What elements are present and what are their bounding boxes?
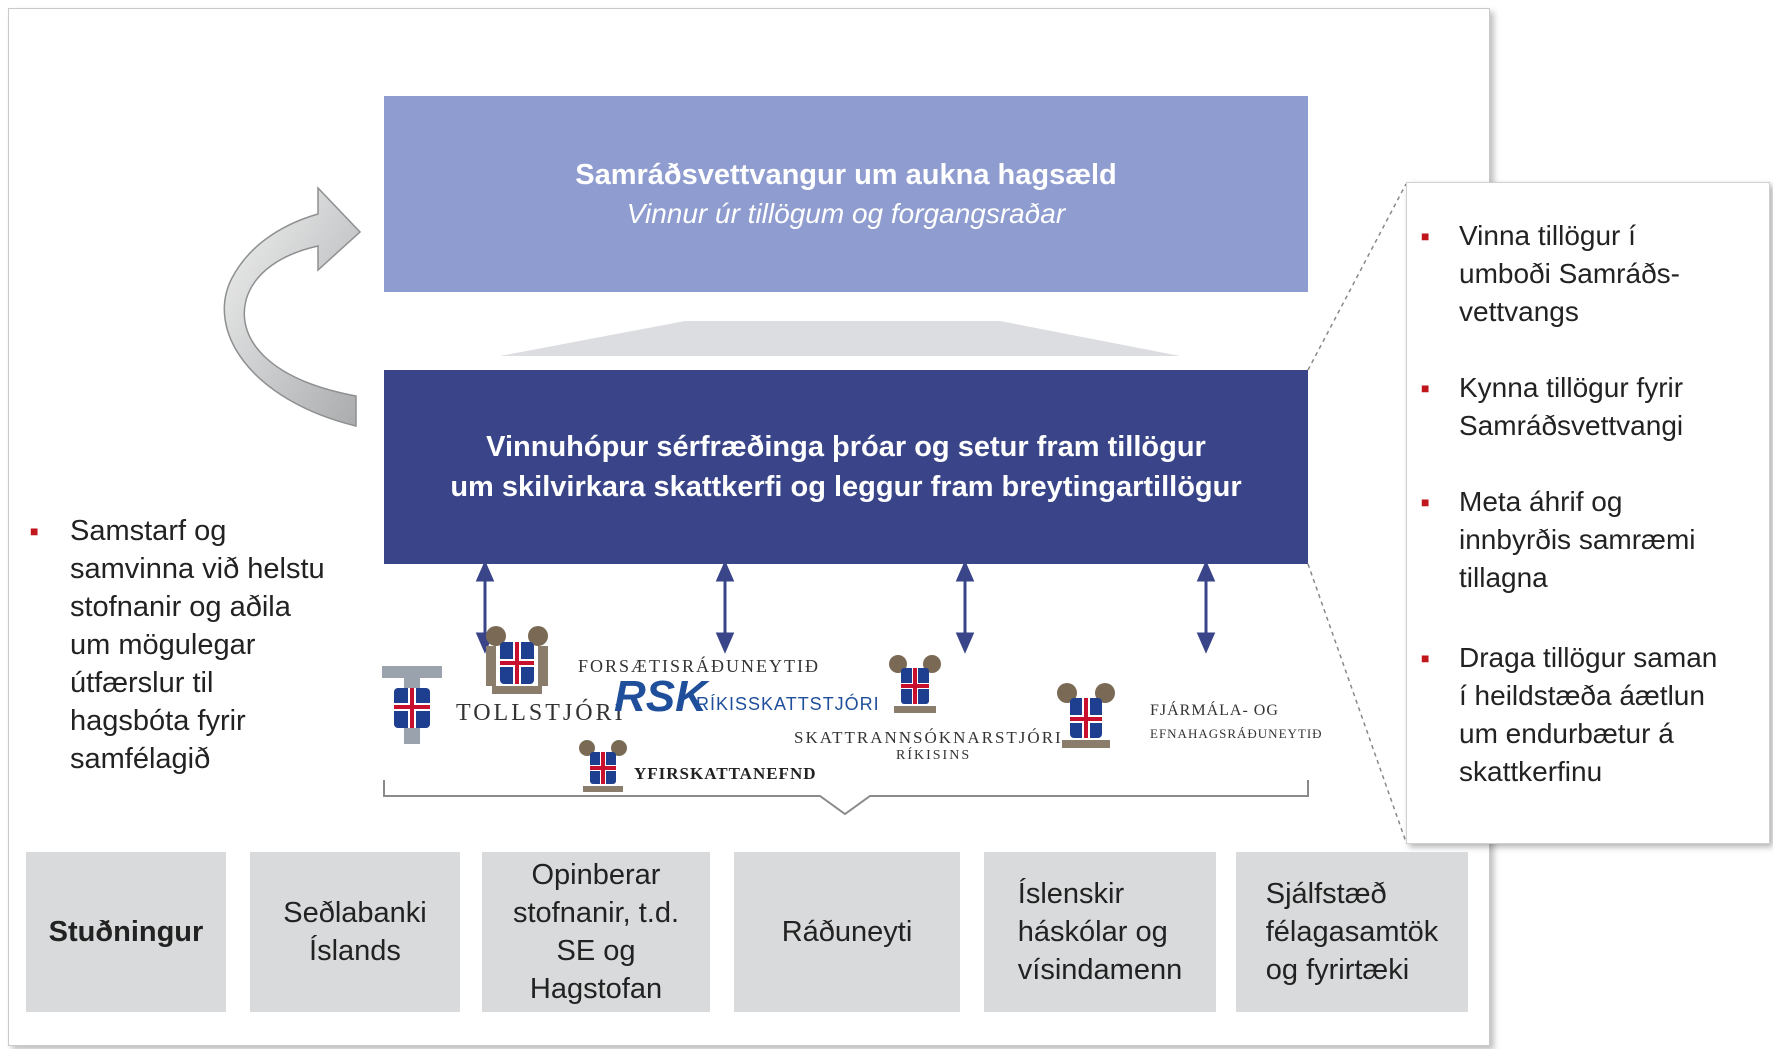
- support-line: félagasamtök: [1265, 916, 1439, 948]
- forum-box: Samráðsvettvangur um aukna hagsæld Vinnu…: [384, 96, 1308, 292]
- left-bullet-line: Samstarf og: [70, 515, 227, 547]
- bullet-icon: ■: [1421, 650, 1430, 666]
- bullet-icon: ■: [1421, 380, 1430, 396]
- skattrannsokn-logo-text-1: SKATTRANNSÓKNARSTJÓRI: [794, 728, 1063, 747]
- dashed-line-bottom: [1307, 563, 1407, 843]
- task-line: Samráðsvettvangi: [1459, 410, 1684, 441]
- support-line: Ráðuneyti: [781, 916, 913, 948]
- task-line: innbyrðis samræmi: [1459, 524, 1696, 555]
- left-bullet-line: hagsbóta fyrir: [70, 705, 246, 737]
- task-line: tillagna: [1459, 562, 1548, 593]
- rsk-logo: RSK: [614, 672, 707, 721]
- forum-title: Samráðsvettvangur um aukna hagsæld: [575, 158, 1117, 191]
- task-item: ■ Draga tillögur saman í heildstæða áætl…: [1421, 639, 1759, 791]
- support-line: og fyrirtæki: [1265, 954, 1410, 986]
- tollstjori-t-crest-icon: [382, 666, 442, 744]
- working-group-line: um skilvirkara skattkerfi og leggur fram…: [450, 471, 1242, 503]
- fjarmala-logo-text-1: FJÁRMÁLA- OG: [1150, 702, 1279, 719]
- forum-subtitle: Vinnur úr tillögum og forgangsraðar: [626, 197, 1066, 229]
- tollstjori-crest-icon: [486, 626, 548, 694]
- bullet-icon: ■: [1421, 494, 1430, 510]
- left-bullet-line: samfélagið: [70, 743, 211, 775]
- skattrannsokn-logo-text-2: RÍKISINS: [896, 748, 972, 763]
- trapezoid-connector: [500, 321, 1180, 356]
- dashed-line-top: [1307, 183, 1407, 371]
- left-bullet-text: ■ Samstarf og samvinna við helstu stofna…: [30, 512, 360, 778]
- support-line: Opinberar: [531, 859, 661, 891]
- support-box: Opinberar stofnanir, t.d. SE og Hagstofa…: [482, 852, 710, 1012]
- support-line: Hagstofan: [529, 973, 663, 1005]
- task-item: ■ Meta áhrif og innbyrðis samræmi tillag…: [1421, 483, 1759, 597]
- task-item: ■ Vinna tillögur í umboði Samráðs- vettv…: [1421, 217, 1759, 331]
- working-group-line: Vinnuhópur sérfræðinga þróar og setur fr…: [486, 431, 1206, 463]
- task-line: skattkerfinu: [1459, 756, 1603, 787]
- support-line: háskólar og: [1017, 916, 1168, 948]
- support-line: Íslands: [309, 935, 401, 967]
- task-line: í heildstæða áætlun: [1459, 680, 1705, 711]
- skattrannsokn-crest-icon: [889, 655, 941, 713]
- bullet-icon: ■: [1421, 228, 1430, 244]
- task-item: ■ Kynna tillögur fyrir Samráðsvettvangi: [1421, 369, 1759, 445]
- task-line: Vinna tillögur í: [1459, 220, 1636, 251]
- support-label-box: Stuðningur: [26, 852, 226, 1012]
- tollstjori-logo-text: TOLLSTJÓRI: [456, 700, 626, 726]
- task-line: Kynna tillögur fyrir: [1459, 372, 1684, 403]
- rikisskattstjori-logo-text: RÍKISSKATTSTJÓRI: [696, 694, 880, 714]
- support-line: vísindamenn: [1017, 954, 1183, 986]
- support-box: Íslenskir háskólar og vísindamenn: [984, 852, 1216, 1012]
- support-box: Ráðuneyti: [734, 852, 960, 1012]
- left-bullet-line: samvinna við helstu: [70, 553, 325, 585]
- feedback-curved-arrow: [223, 186, 362, 427]
- bullet-icon: ■: [30, 523, 39, 539]
- support-line: Sjálfstæð: [1265, 878, 1387, 910]
- double-arrows: [475, 560, 1216, 654]
- yfirskattanefnd-logo-text: YFIRSKATTANEFND: [634, 764, 817, 783]
- support-label: Stuðningur: [48, 916, 204, 948]
- support-box: Sjálfstæð félagasamtök og fyrirtæki: [1236, 852, 1468, 1012]
- forsaetis-logo-text: FORSÆTISRÁÐUNEYTIÐ: [578, 656, 821, 676]
- left-bullet-line: um mögulegar: [70, 629, 256, 661]
- left-bullet-line: útfærslur til: [70, 667, 214, 699]
- task-line: Meta áhrif og: [1459, 486, 1623, 517]
- right-task-panel: ■ Vinna tillögur í umboði Samráðs- vettv…: [1406, 182, 1770, 844]
- yfirskattanefnd-crest-icon: [579, 740, 627, 792]
- support-box: Seðlabanki Íslands: [250, 852, 460, 1012]
- task-line: Draga tillögur saman: [1459, 642, 1718, 673]
- support-line: stofnanir, t.d.: [512, 897, 680, 929]
- task-line: vettvangs: [1459, 296, 1579, 327]
- task-line: umboði Samráðs-: [1459, 258, 1680, 289]
- support-bracket: [383, 780, 1309, 816]
- support-line: Íslenskir: [1017, 878, 1125, 910]
- working-group-box: Vinnuhópur sérfræðinga þróar og setur fr…: [384, 370, 1308, 564]
- fjarmala-crest-icon: [1057, 683, 1115, 748]
- support-line: SE og: [556, 935, 636, 967]
- left-bullet-line: stofnanir og aðila: [70, 591, 291, 623]
- task-line: um endurbætur á: [1459, 718, 1674, 749]
- support-line: Seðlabanki: [283, 897, 427, 929]
- fjarmala-logo-text-2: EFNAHAGSRÁÐUNEYTIÐ: [1150, 726, 1323, 741]
